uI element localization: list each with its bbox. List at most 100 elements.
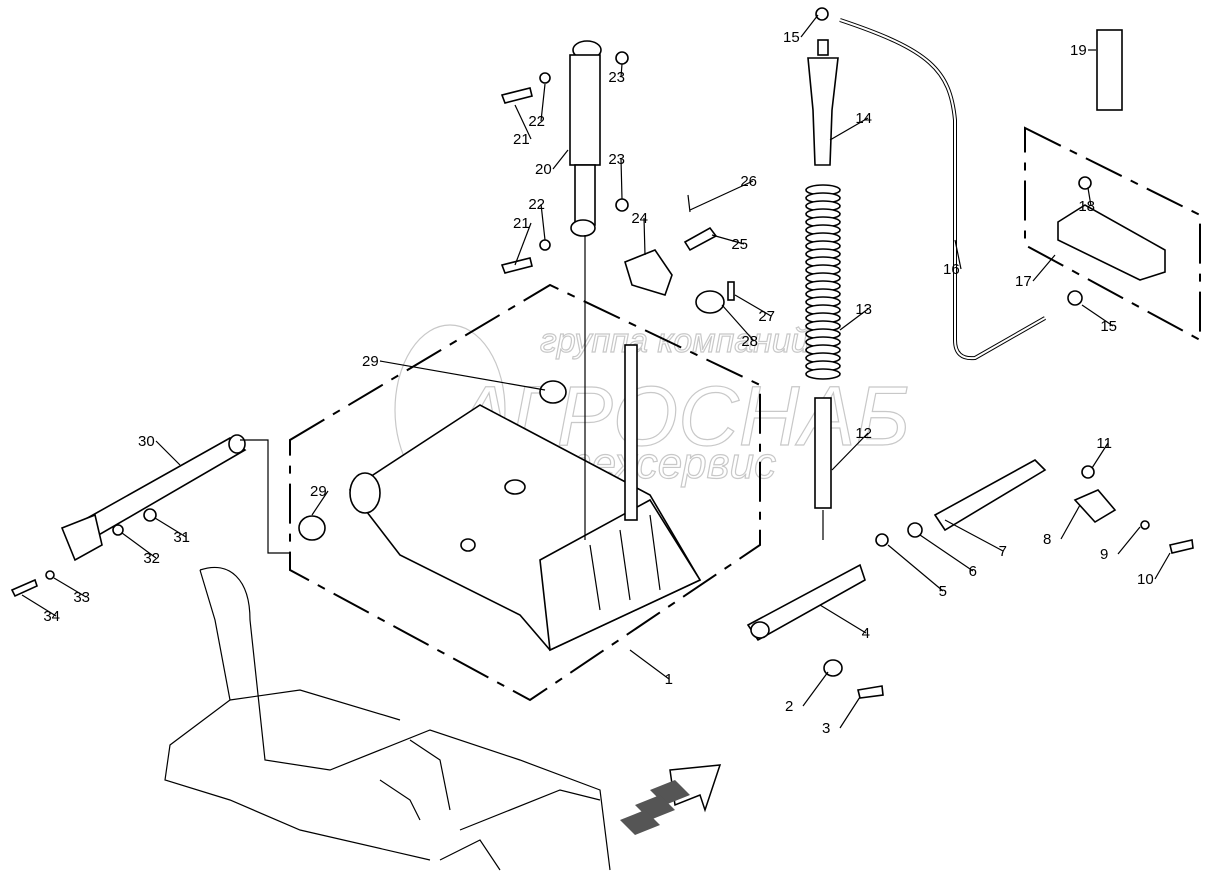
washer-22-upper <box>539 72 551 84</box>
leader-line-c16 <box>954 239 962 270</box>
leader-line-c2 <box>802 671 829 707</box>
callout-c21b: 21 <box>513 215 530 232</box>
leader-line-c29a <box>379 360 546 391</box>
leader-line-c4 <box>819 604 867 634</box>
washer-33 <box>45 570 55 580</box>
callout-c23a: 23 <box>608 69 625 86</box>
tractor-frame <box>164 566 611 871</box>
washer-5 <box>875 533 889 547</box>
callout-c22a: 22 <box>528 113 545 130</box>
leader-line-c1 <box>629 649 670 680</box>
callout-c7: 7 <box>999 543 1007 560</box>
washer-32 <box>112 524 124 536</box>
nut-31 <box>143 508 157 522</box>
callout-c5: 5 <box>939 583 947 600</box>
leader-line-c5 <box>887 544 944 592</box>
nut-6 <box>907 522 923 538</box>
bracket-24 <box>624 249 673 296</box>
callout-c18: 18 <box>1078 198 1095 215</box>
leader-line-c24 <box>643 217 646 256</box>
leader-line-c27 <box>734 294 772 317</box>
leader-line-c6 <box>919 534 974 572</box>
callout-c31: 31 <box>173 529 190 546</box>
shock-absorber-20 <box>569 40 602 237</box>
leader-line-c14 <box>829 117 869 141</box>
callout-c19: 19 <box>1070 42 1087 59</box>
leader-line-c29b <box>311 490 329 516</box>
bolt-3 <box>857 685 884 699</box>
manifold-block-17 <box>1057 204 1166 281</box>
leader-line-c32 <box>121 532 157 559</box>
leader-line-c21b <box>514 222 532 266</box>
leader-line-c18 <box>1087 187 1092 207</box>
callout-c30: 30 <box>138 433 155 450</box>
leader-line-c22a <box>540 83 546 122</box>
leader-line-c21a <box>514 104 532 140</box>
leader-line-c33 <box>53 577 87 598</box>
assembly-boundary-main <box>289 283 761 702</box>
bracket-post <box>624 344 638 521</box>
bolt-10 <box>1169 539 1194 554</box>
leader-line-c15a <box>800 14 819 38</box>
leader-line-c26 <box>689 180 754 211</box>
callout-c11: 11 <box>1096 435 1112 452</box>
leader-line-c11 <box>1091 442 1109 469</box>
washer-22-lower <box>539 239 551 251</box>
callout-c15b: 15 <box>1100 318 1117 335</box>
callout-c14: 14 <box>855 110 872 127</box>
callout-c4: 4 <box>862 625 870 642</box>
callout-c22b: 22 <box>528 196 545 213</box>
callout-c25: 25 <box>731 236 748 253</box>
forward-direction-arrow <box>620 764 722 835</box>
callout-c12: 12 <box>855 425 872 442</box>
bolt-21-lower <box>500 257 533 274</box>
callout-c20: 20 <box>535 161 552 178</box>
hose-19 <box>1096 29 1123 111</box>
fitting-15-lower <box>1067 290 1083 306</box>
spring-assembly <box>805 39 841 540</box>
callout-c8: 8 <box>1043 531 1051 548</box>
callout-c17: 17 <box>1015 273 1032 290</box>
link-7 <box>933 459 1047 532</box>
callout-c1: 1 <box>665 671 673 688</box>
callout-c23b: 23 <box>608 151 625 168</box>
washer-9 <box>1140 520 1150 530</box>
leader-line-c13 <box>839 308 869 331</box>
nut-23-lower <box>615 198 629 212</box>
leader-line-c7 <box>944 519 1004 552</box>
leader-line-c15b <box>1081 304 1114 327</box>
plug-18 <box>1078 176 1092 190</box>
callout-c29a: 29 <box>362 353 379 370</box>
watermark-line1: группа компаний <box>540 322 810 360</box>
callout-c9: 9 <box>1100 546 1108 563</box>
fitting-15-upper <box>815 7 829 21</box>
callout-c33: 33 <box>73 589 90 606</box>
cotter-pin-26 <box>687 194 691 213</box>
leader-line-c23a <box>620 63 623 78</box>
leader-line-c12 <box>831 432 869 471</box>
bushing-29-upper <box>539 380 567 404</box>
leader-line-c20 <box>552 149 569 170</box>
callout-c29b: 29 <box>310 483 327 500</box>
leader-line-c25 <box>711 234 745 245</box>
spring-pin-27 <box>727 281 735 301</box>
bracket-housing-1 <box>348 404 702 652</box>
callout-c28: 28 <box>741 333 758 350</box>
spring-coil <box>805 368 841 380</box>
pin-guide-line <box>240 439 290 554</box>
bushing-29-lower <box>298 515 326 541</box>
leader-line-c8 <box>1060 504 1081 540</box>
leader-line-c17 <box>1032 254 1056 282</box>
leader-line-c3 <box>839 696 861 729</box>
assembly-boundary-manifold <box>1024 126 1201 342</box>
nut-23-upper <box>615 51 629 65</box>
callout-c3: 3 <box>822 720 830 737</box>
callout-c2: 2 <box>785 698 793 715</box>
callout-c27: 27 <box>758 308 775 325</box>
ring-28 <box>695 290 725 314</box>
callout-c32: 32 <box>143 550 160 567</box>
bolt-34 <box>10 578 38 598</box>
callout-c34: 34 <box>43 608 60 625</box>
